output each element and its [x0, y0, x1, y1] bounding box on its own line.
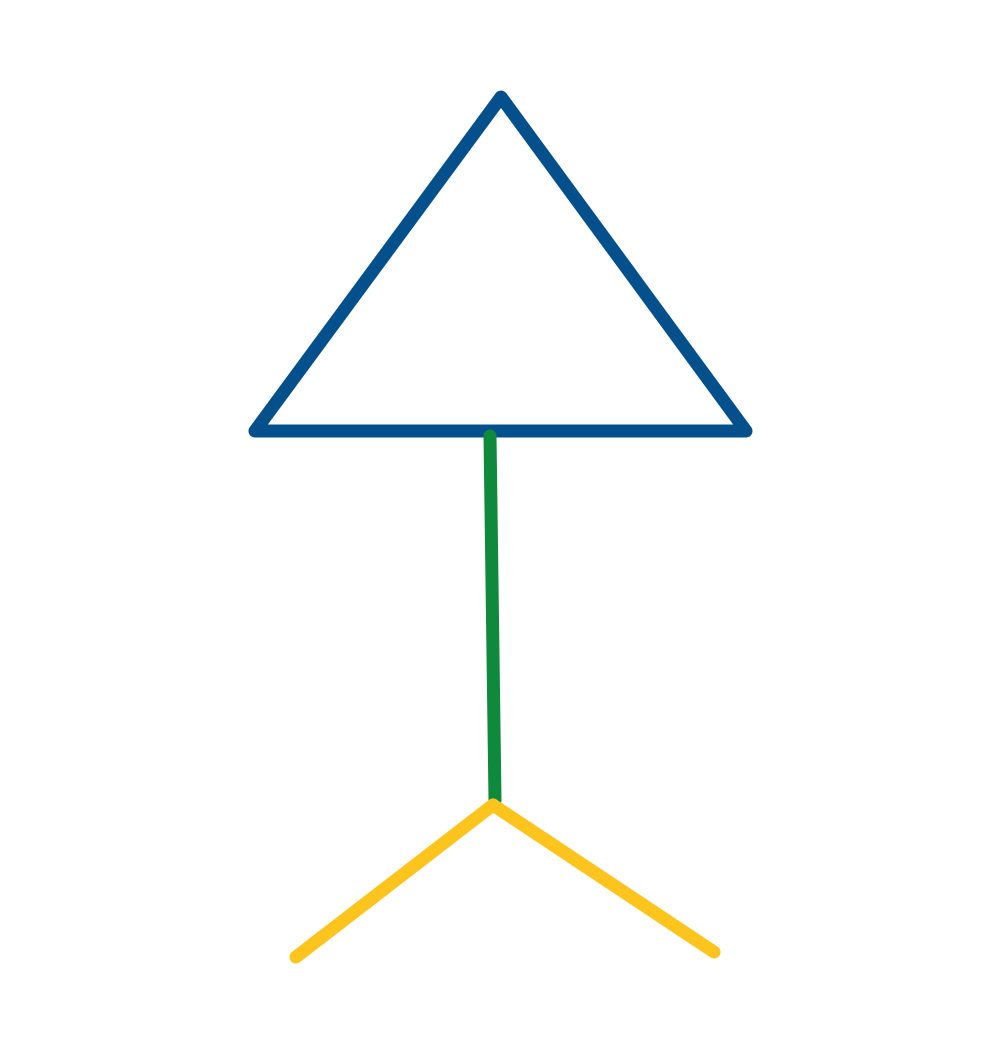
stem	[483, 429, 502, 807]
right-leg	[486, 798, 721, 959]
triangle	[248, 90, 753, 438]
left-leg	[289, 798, 500, 964]
